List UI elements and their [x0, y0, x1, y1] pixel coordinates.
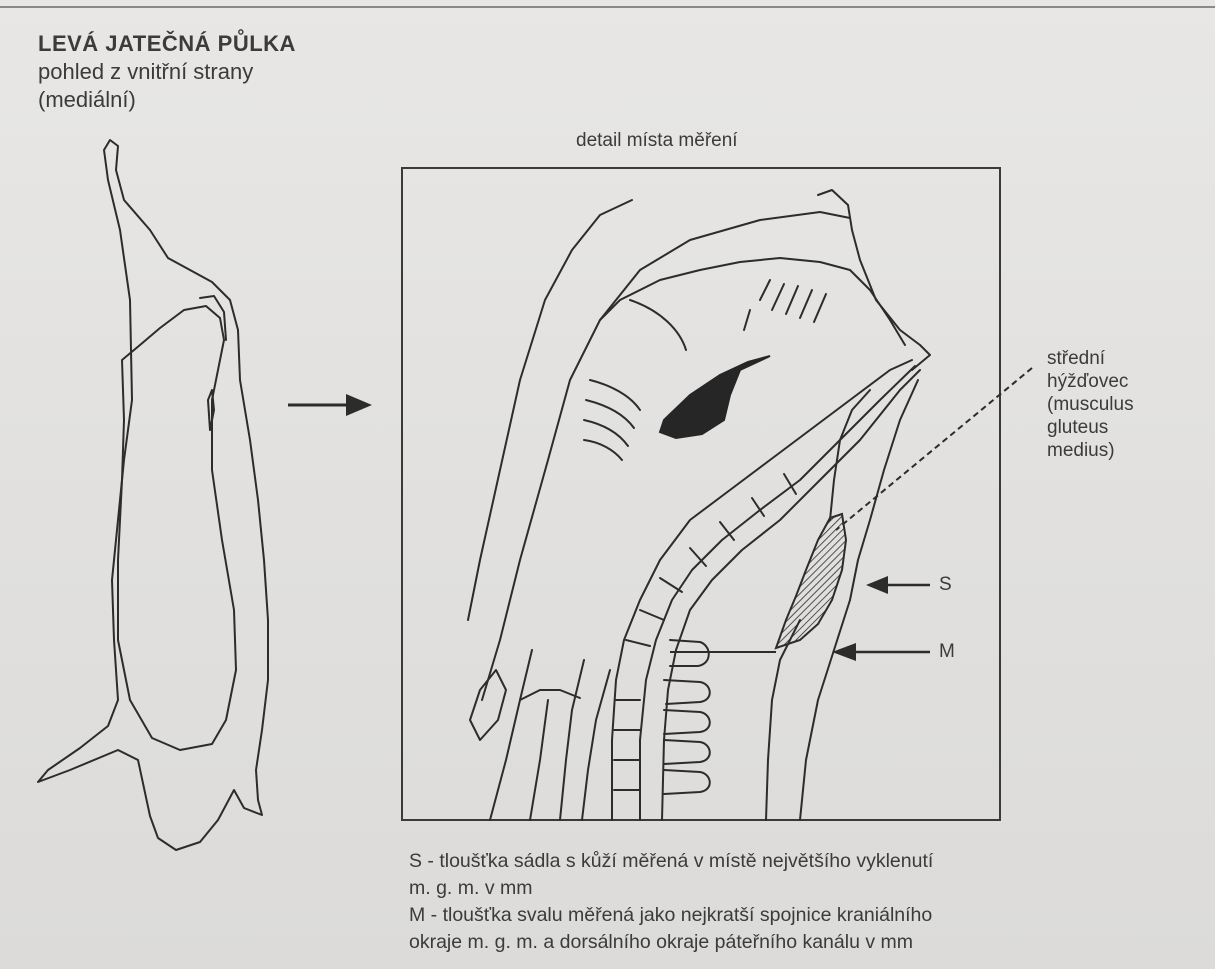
pointer-arrow — [288, 394, 372, 416]
muscle-label-line: (musculus — [1047, 393, 1134, 416]
detail-anatomy-drawing — [468, 190, 930, 820]
legend-m-line1: M - tloušťka svalu měřená jako nejkratší… — [409, 902, 1209, 929]
muscle-leader-line — [836, 368, 1032, 530]
legend-m-line2: okraje m. g. m. a dorsálního okraje páte… — [409, 929, 1209, 956]
muscle-label: střední hýžďovec (musculus gluteus mediu… — [1047, 347, 1134, 462]
marker-m: M — [939, 641, 955, 663]
s-arrow — [866, 576, 930, 594]
m-arrow — [832, 643, 930, 661]
legend-s-line2: m. g. m. v mm — [409, 875, 1209, 902]
legend: S - tloušťka sádla s kůží měřená v místě… — [409, 848, 1209, 956]
carcass-half-outline — [38, 140, 268, 850]
legend-s-line1: S - tloušťka sádla s kůží měřená v místě… — [409, 848, 1209, 875]
muscle-label-line: gluteus — [1047, 416, 1134, 439]
muscle-label-line: střední — [1047, 347, 1134, 370]
marker-s: S — [939, 574, 952, 596]
muscle-label-line: hýžďovec — [1047, 370, 1134, 393]
detail-frame — [402, 168, 1000, 820]
muscle-label-line: medius) — [1047, 439, 1134, 462]
